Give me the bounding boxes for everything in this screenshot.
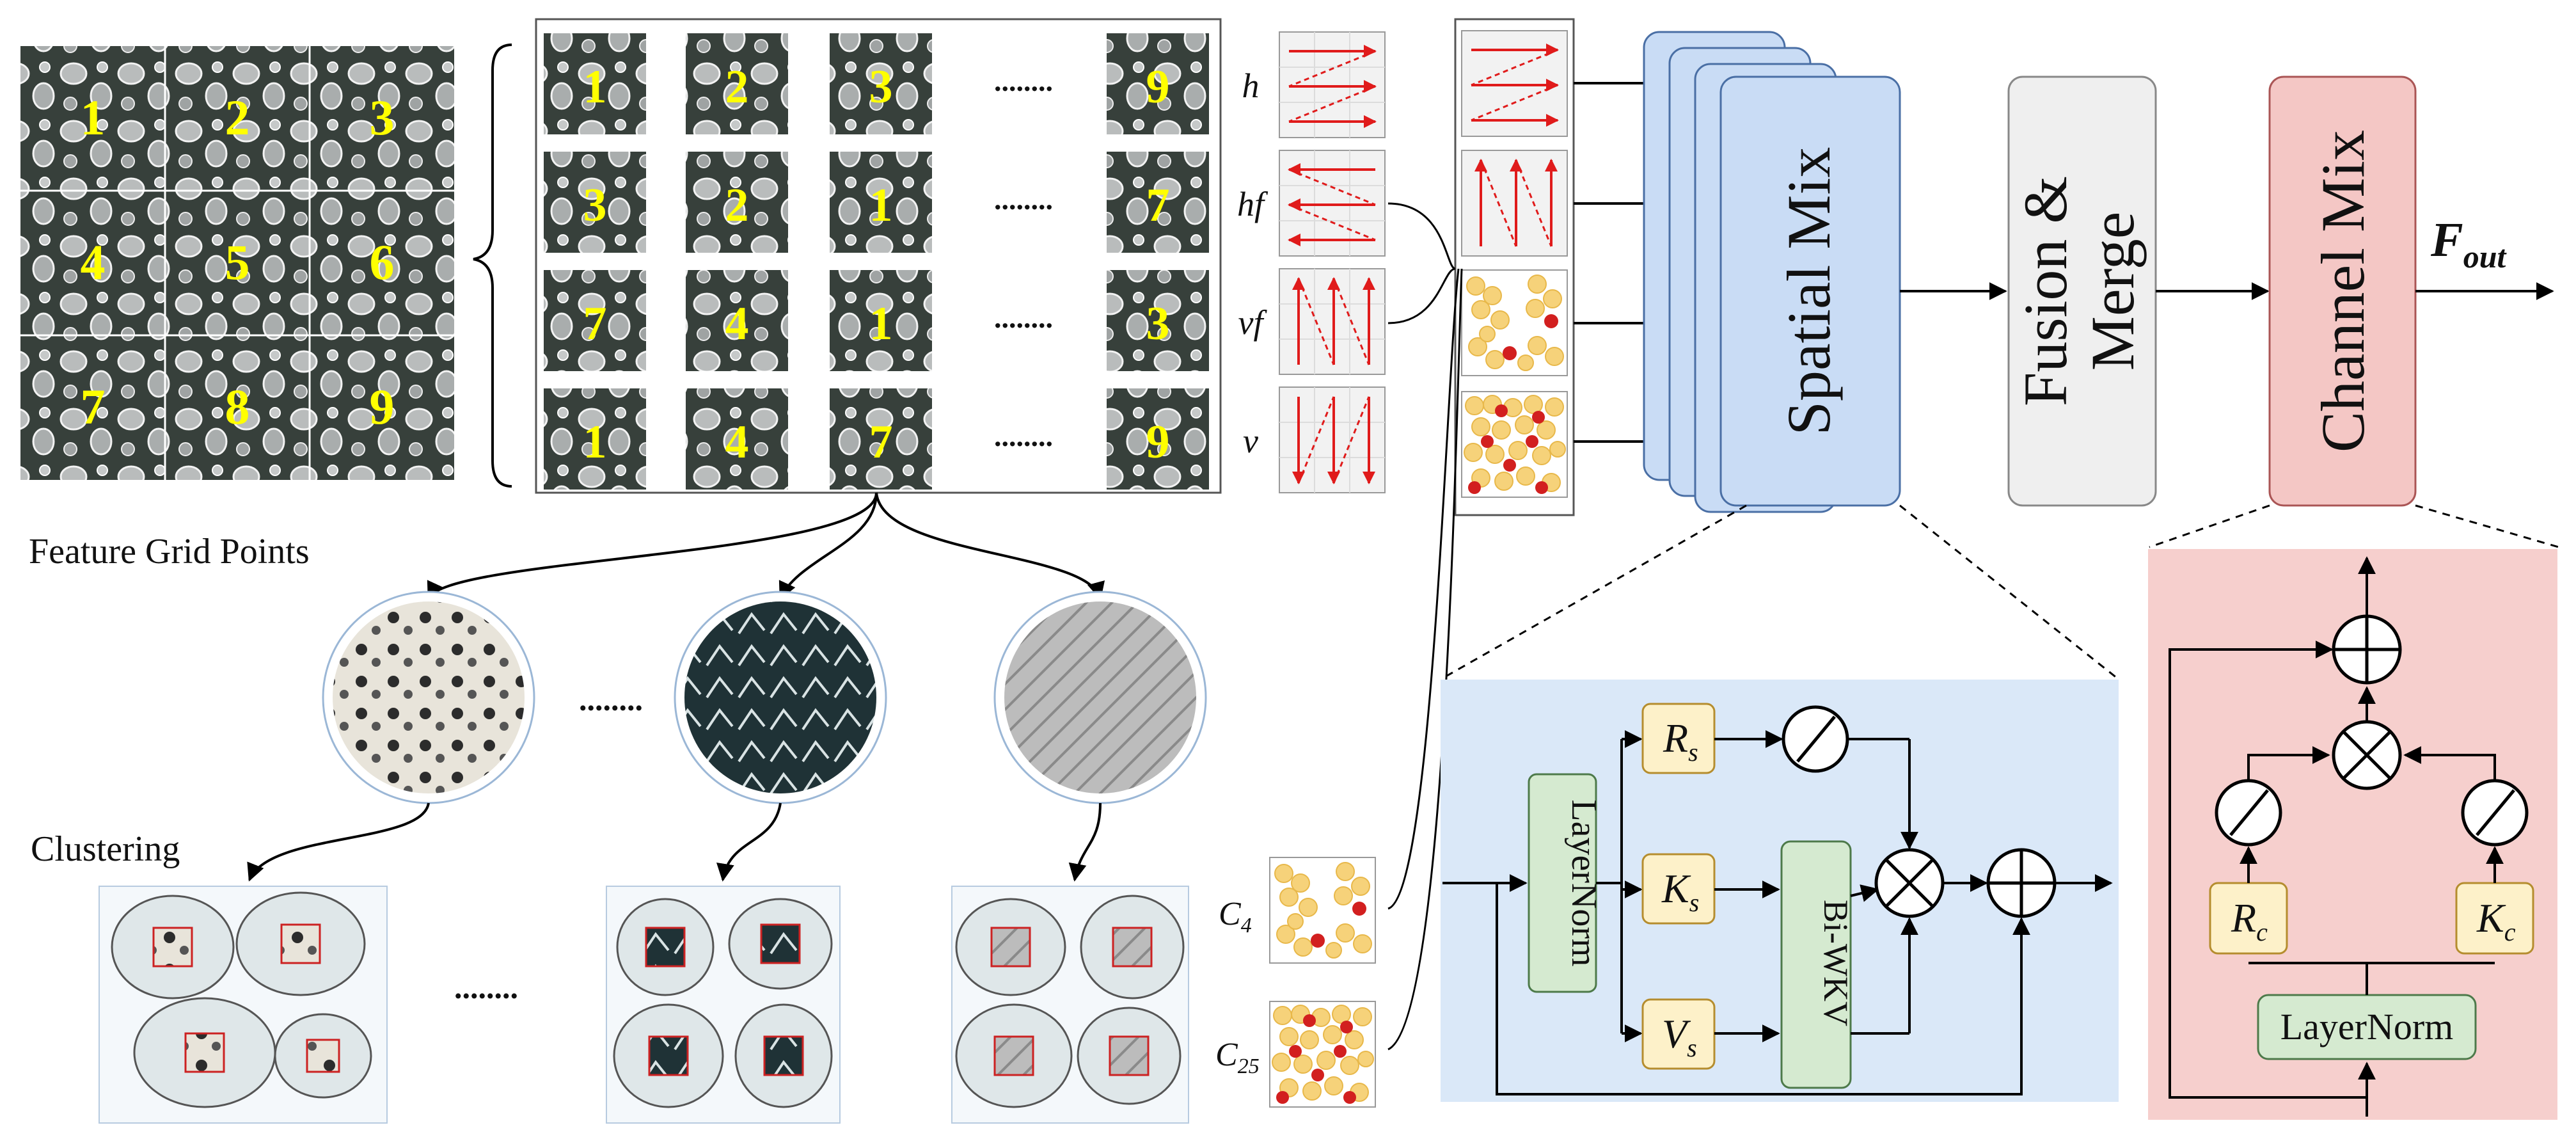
cell-number: 1 [869, 298, 893, 350]
arrow [875, 492, 1105, 600]
cluster-circle [322, 591, 535, 804]
arrow [247, 802, 430, 882]
arrow [716, 802, 782, 882]
kc-label: Kc [2476, 895, 2516, 946]
c4-label: C4 [1219, 896, 1252, 937]
cell-number: 1 [869, 179, 893, 232]
cell-number: 7 [869, 416, 893, 468]
zoom-line [2149, 504, 2270, 548]
row-ellipsis: ........ [994, 65, 1053, 97]
grid-number: 7 [81, 379, 106, 434]
c25-image [1269, 1001, 1376, 1108]
channel-mix-block: Channel Mix [2268, 76, 2417, 507]
grid-number: 8 [225, 379, 250, 434]
vs-label: Vs [1662, 1011, 1697, 1062]
curly-brace [473, 44, 512, 488]
clustering-label: Clustering [31, 829, 180, 869]
zoom-line [1899, 504, 2118, 680]
cell-number: 1 [583, 61, 607, 113]
feature-grid-image: 1 2 3 4 5 6 7 8 9 [20, 46, 454, 480]
cluster-box [606, 886, 841, 1124]
arrow [1068, 802, 1102, 882]
row-ellipsis: ........ [994, 183, 1053, 216]
scan-label-h: h [1242, 67, 1260, 105]
cell-number: 7 [583, 298, 607, 350]
cell-number: 2 [725, 61, 749, 113]
grid-number: 1 [81, 90, 106, 145]
grid-number: 5 [225, 234, 250, 290]
fusion-label-line1: Fusion & [2011, 176, 2080, 406]
scan-label-hf: hf [1237, 185, 1268, 223]
cell-number: 3 [869, 61, 893, 113]
cluster-box [99, 886, 388, 1124]
scan-input-stack [1454, 18, 1575, 516]
arrow [427, 492, 878, 600]
zoom-line [1442, 504, 1747, 680]
cell-number: 9 [1146, 61, 1170, 113]
scan-icon-v [1279, 386, 1386, 493]
fusion-label-line2: Merge [2078, 212, 2147, 371]
cluster-box [951, 886, 1189, 1124]
sequence-row: 3 2 1 7 ........ [544, 152, 1209, 253]
grid-number: 4 [81, 234, 106, 290]
row-ellipsis: ........ [994, 420, 1053, 452]
sequence-row: 1 2 3 9 ........ [544, 33, 1209, 134]
scan-label-vf: vf [1238, 303, 1268, 342]
f-out-label: Fout [2430, 213, 2508, 275]
circle-ellipsis: ........ [579, 681, 643, 717]
rc-label: Rc [2231, 895, 2268, 946]
scan-icon-hf [1279, 150, 1386, 257]
connector-c4 [1387, 268, 1460, 910]
cluster-ellipsis: ........ [454, 969, 518, 1005]
grid-number: 2 [225, 90, 250, 145]
scan-label-v: v [1243, 422, 1258, 460]
cell-number: 4 [725, 416, 749, 468]
cell-number: 4 [725, 298, 749, 350]
cell-number: 2 [725, 179, 749, 232]
grid-number: 6 [370, 234, 395, 290]
cell-number: 1 [583, 416, 607, 468]
cell-number: 7 [1146, 179, 1170, 232]
rs-label: Rs [1663, 715, 1698, 767]
cluster-circle [674, 591, 887, 804]
spatial-mix-block: Spatial Mix [1643, 31, 1901, 513]
feature-grid-points-label: Feature Grid Points [29, 532, 310, 571]
ks-label: Ks [1661, 866, 1699, 917]
c4-image [1269, 857, 1376, 964]
biwkv-label: Bi-WKV [1817, 900, 1855, 1026]
scan-icon-h [1279, 31, 1386, 138]
connector-vf [1387, 267, 1456, 324]
grid-number: 3 [370, 90, 395, 145]
connector-hf [1387, 202, 1456, 270]
spatial-detail-panel: LayerNorm Rs Ks Vs Bi-WKV [1441, 680, 2119, 1102]
cluster-circle [993, 591, 1207, 804]
cell-number: 3 [1146, 298, 1170, 350]
fusion-merge-block: Fusion & Merge [2007, 76, 2157, 507]
scan-icon-vf [1279, 268, 1386, 375]
cell-number: 3 [583, 179, 607, 232]
row-ellipsis: ........ [994, 301, 1053, 334]
cell-number: 9 [1146, 416, 1170, 468]
channel-mix-label: Channel Mix [2309, 130, 2377, 452]
channel-layernorm-label: LayerNorm [2280, 1006, 2454, 1047]
sequence-panel: 1 2 3 9 ........ 3 2 1 7 ........ 7 4 1 [535, 18, 1222, 494]
c25-label: C25 [1215, 1037, 1260, 1078]
sequence-row: 1 4 7 9 ........ [544, 388, 1209, 490]
sequence-row: 7 4 1 3 ........ [544, 270, 1209, 371]
channel-detail-panel: LayerNorm Rc Kc [2148, 549, 2557, 1120]
grid-number: 9 [370, 379, 395, 434]
zoom-line [2415, 504, 2559, 548]
spatial-mix-label: Spatial Mix [1774, 147, 1843, 436]
arrow [778, 492, 878, 600]
